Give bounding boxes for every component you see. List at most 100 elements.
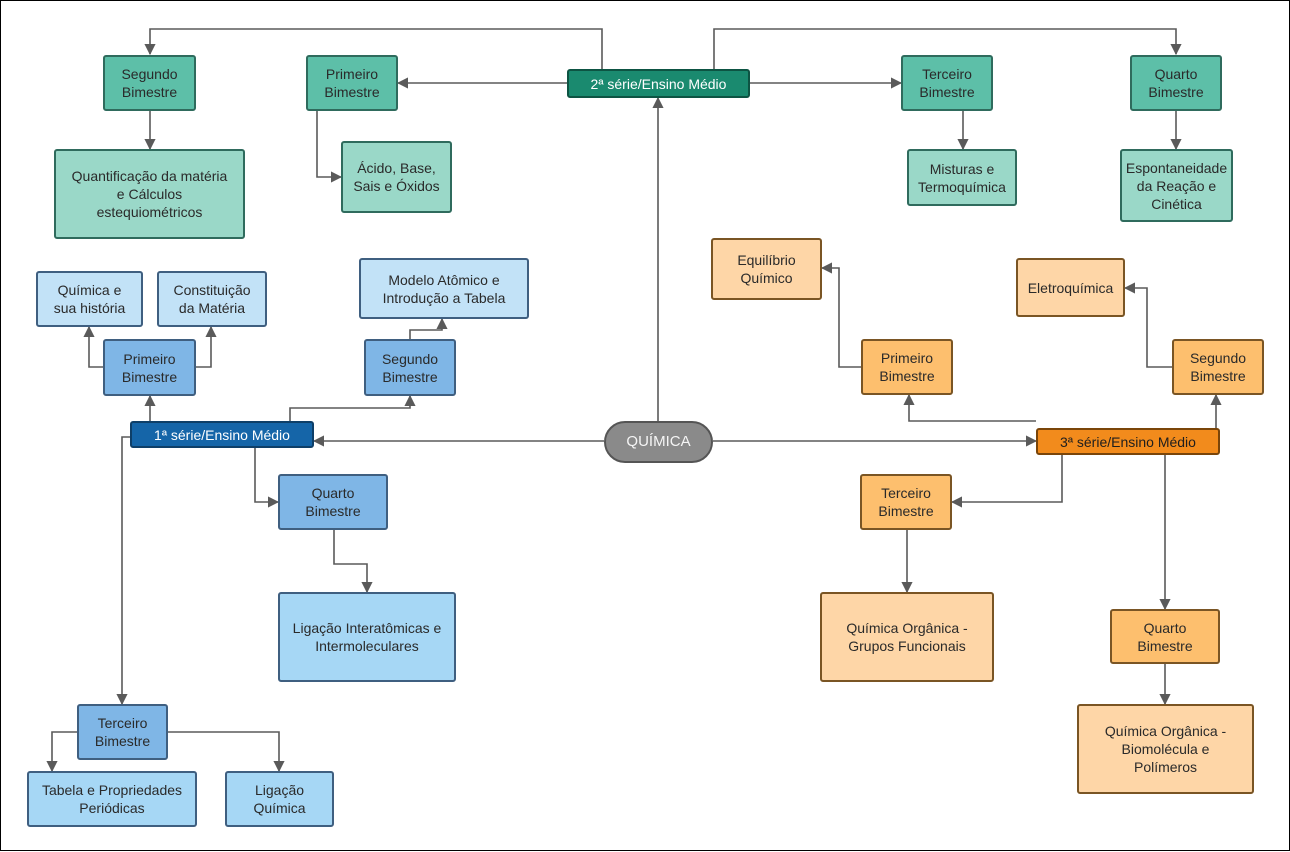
topic-line: Químico (740, 270, 793, 286)
bimestre-label-line: Bimestre (1190, 368, 1246, 384)
bimestre-label-line: Primeiro (325, 66, 379, 82)
topic-line: Química e (57, 282, 122, 298)
bimestre-label-line: Bimestre (305, 503, 361, 519)
serie1-header-label: 1ª série/Ensino Médio (154, 426, 290, 443)
serie3-header-label: 3ª série/Ensino Médio (1060, 433, 1196, 450)
connector-s1-b2-topic (409, 317, 448, 340)
root-quimica: QUÍMICA (604, 421, 713, 463)
topic-line: sua história (53, 300, 126, 316)
topic-line: Quantificação da matéria (71, 168, 228, 184)
topic-line: Introdução a Tabela (382, 289, 506, 306)
topic-line: Intermoleculares (315, 638, 419, 654)
connector-s1-b3-topic1 (46, 731, 77, 773)
bimestre-label-line: Quarto (1143, 619, 1187, 636)
bimestre-label-line: Primeiro (123, 350, 176, 367)
topic-line: Espontaneidade (1125, 159, 1228, 176)
bimestre-label-line: Terceiro (922, 66, 972, 82)
topic-line: Equilíbrio (737, 252, 796, 268)
connector-s3-b3 (950, 455, 1063, 508)
serie2-header: 2ª série/Ensino Médio (567, 69, 750, 98)
topic-line: Grupos Funcionais (848, 638, 966, 654)
bimestre-label-line: Bimestre (121, 368, 178, 385)
topic-line: Cinética (1151, 195, 1202, 212)
serie2-header-label: 2ª série/Ensino Médio (590, 75, 727, 92)
serie2-topic-quantificacao: Quantificação da matéria e Cálculos estequ… (54, 149, 245, 239)
bimestre-label-line: Terceiro (881, 485, 931, 501)
connector-s1-b1-topic1 (83, 325, 103, 368)
serie1-topic-quimica-historia: Química e sua história (36, 271, 143, 327)
topic-line: Biomolécula e (1121, 741, 1210, 757)
topic-line: estequiométricos (96, 204, 203, 220)
topic-line: Polímeros (1133, 759, 1198, 775)
connector-s2-b1-topic (316, 111, 343, 183)
bimestre-label-line: Bimestre (1137, 637, 1193, 654)
connector-s1-b4 (254, 448, 280, 508)
bimestre-label-line: Bimestre (879, 368, 935, 384)
topic-line: Química Orgânica - (1104, 723, 1227, 739)
connector-s1-b2 (289, 394, 416, 421)
bimestre-label-line: Bimestre (94, 733, 151, 749)
connector-s3-b1 (903, 393, 1036, 422)
topic-line: da Reação e (1136, 177, 1217, 194)
topic-line: Tabela e Propriedades (41, 782, 183, 798)
topic-line: Termoquímica (918, 178, 1006, 195)
bimestre-label-line: Quarto (1154, 66, 1198, 82)
root-label: QUÍMICA (626, 433, 691, 450)
bimestre-label-line: Bimestre (1148, 84, 1204, 100)
bimestre-label-line: Quarto (311, 485, 355, 501)
connector-s3-b1-topic (820, 262, 861, 368)
bimestre-label-line: Terceiro (97, 715, 148, 731)
bimestre-label-line: Bimestre (919, 84, 975, 100)
serie3-header: 3ª série/Ensino Médio (1036, 428, 1220, 455)
bimestre-label-line: Bimestre (324, 84, 380, 100)
serie3-topic-grupos-funcionais: Química Orgânica - Grupos Funcionais (820, 592, 994, 682)
bimestre-label-line: Segundo (381, 350, 439, 367)
bimestre-label-line: Bimestre (382, 368, 438, 385)
connector-s1-b3 (116, 436, 132, 706)
topic-line: Ligação (254, 782, 305, 798)
topic-line: Química (253, 800, 306, 816)
topic-line: Constituição (173, 282, 251, 298)
serie2-topic-acido-base: Ácido, Base, Sais e Óxidos (341, 141, 452, 213)
bimestre-label-line: Bimestre (121, 84, 178, 100)
topic-line: Ácido, Base, (357, 160, 436, 176)
bimestre-label-line: Primeiro (880, 350, 934, 366)
serie3-topic-biomolecula: Química Orgânica - Biomolécula e Polímeros (1077, 704, 1254, 794)
topic-line: Sais e Óxidos (353, 178, 440, 194)
serie1-header: 1ª série/Ensino Médio (130, 421, 314, 448)
topic-line: Eletroquímica (1027, 279, 1114, 296)
topic-line: e Cálculos (116, 186, 183, 202)
connector-s3-b2-topic (1123, 282, 1172, 368)
topic-line: Periódicas (79, 800, 145, 816)
topic-line: Química Orgânica - (846, 620, 968, 636)
connector-s1-b4-topic (333, 530, 373, 594)
topic-line: Misturas e (929, 160, 995, 177)
connector-s1-b1-topic2 (196, 325, 217, 368)
connector-s1-b3-topic2 (168, 731, 285, 773)
serie3-topic-eletroquimica: Eletroquímica (1016, 258, 1125, 317)
bimestre-label-line: Bimestre (878, 503, 934, 519)
topic-line: Modelo Atômico e (388, 271, 500, 288)
bimestre-label-line: Segundo (121, 66, 178, 82)
